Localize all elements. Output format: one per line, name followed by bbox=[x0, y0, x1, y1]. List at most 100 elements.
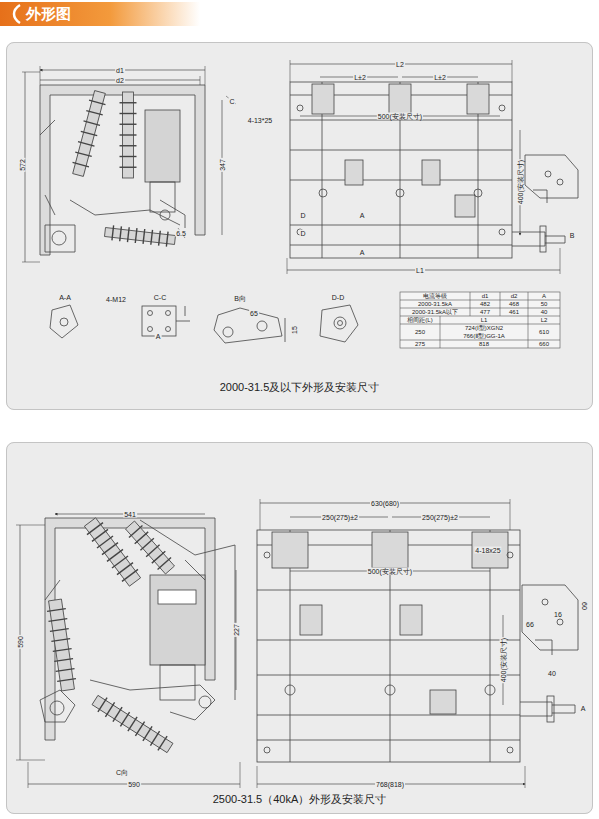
insulator bbox=[120, 156, 137, 157]
insulator bbox=[48, 619, 67, 622]
switch-drawing bbox=[547, 696, 554, 722]
table-cell: L2 bbox=[540, 317, 549, 323]
switch-drawing bbox=[385, 685, 395, 695]
switch-drawing bbox=[345, 160, 363, 185]
insulator bbox=[158, 558, 171, 570]
switch-drawing bbox=[533, 190, 547, 203]
dimension-label: 590 bbox=[17, 635, 24, 649]
switch-drawing bbox=[472, 532, 508, 568]
dimension-label: 347 bbox=[219, 158, 226, 172]
dimension-label: 250(275)±2 bbox=[321, 514, 359, 521]
insulator bbox=[150, 731, 159, 745]
switch-drawing bbox=[525, 155, 578, 198]
insulator bbox=[84, 121, 100, 125]
switch-drawing bbox=[322, 82, 478, 258]
table-cell: 250 bbox=[414, 329, 426, 335]
insulator bbox=[98, 698, 107, 712]
insulator bbox=[158, 736, 167, 750]
switch-drawing bbox=[40, 120, 55, 215]
insulator bbox=[89, 100, 105, 104]
switch-drawing bbox=[400, 292, 560, 348]
insulator bbox=[123, 519, 176, 576]
dimension-label: 16 bbox=[553, 611, 563, 618]
switch-drawing bbox=[148, 311, 153, 316]
table-cell: 2000-31.5kA bbox=[417, 301, 453, 307]
insulator bbox=[129, 525, 142, 537]
dimension-label: 400(安装尺寸) bbox=[500, 637, 507, 683]
switch-drawing bbox=[50, 701, 64, 715]
dimension-label: 4-M12 bbox=[105, 296, 127, 303]
dimension-label: C-C bbox=[153, 294, 167, 301]
insulator bbox=[46, 90, 177, 755]
dimension-label: D-D bbox=[331, 294, 345, 301]
switch-drawing bbox=[223, 327, 233, 337]
switch-drawing bbox=[70, 200, 185, 228]
switch-drawing bbox=[507, 552, 513, 558]
dimension-label: 227 bbox=[233, 623, 240, 637]
dimension-label: A bbox=[155, 333, 162, 340]
dimension-line bbox=[178, 96, 236, 238]
switch-drawing bbox=[257, 321, 267, 331]
switch-drawing bbox=[285, 685, 295, 695]
insulator bbox=[120, 102, 137, 103]
panel-ground bbox=[6, 42, 593, 410]
title-mark bbox=[6, 2, 26, 26]
drawing-panel: 2000-31.5及以下外形及安装尺寸 bbox=[6, 42, 593, 410]
insulator bbox=[104, 228, 175, 245]
insulator bbox=[97, 536, 113, 548]
switch-drawing bbox=[520, 702, 575, 716]
switch-drawing bbox=[400, 605, 422, 635]
insulator bbox=[73, 91, 106, 177]
dimension-label: 4-18x25 bbox=[474, 547, 501, 554]
insulator bbox=[53, 649, 72, 652]
insulator bbox=[49, 599, 75, 691]
switch-drawing bbox=[264, 747, 270, 753]
insulator bbox=[46, 599, 78, 692]
switch-drawing bbox=[214, 308, 282, 343]
switch-drawing bbox=[485, 685, 495, 695]
dimension-label: d1 bbox=[115, 67, 125, 74]
table-cell: 40 bbox=[540, 309, 549, 315]
dimension-label: 541 bbox=[123, 511, 137, 518]
insulator bbox=[112, 556, 128, 568]
insulator bbox=[146, 545, 159, 557]
switch-drawing bbox=[334, 317, 346, 329]
insulator bbox=[86, 111, 102, 115]
dimension-line bbox=[20, 503, 525, 784]
switch-drawing bbox=[142, 306, 176, 336]
insulator bbox=[120, 113, 137, 114]
insulator bbox=[113, 707, 122, 721]
insulator bbox=[126, 521, 175, 574]
switch-drawing bbox=[372, 532, 408, 568]
insulator bbox=[120, 92, 137, 178]
insulator bbox=[81, 131, 97, 135]
insulator bbox=[75, 152, 91, 156]
switch-drawing bbox=[557, 619, 563, 625]
switch-drawing bbox=[535, 640, 552, 655]
switch-drawing bbox=[150, 575, 205, 665]
switch-drawing bbox=[290, 530, 490, 762]
dimension-label: L2 bbox=[395, 61, 405, 68]
switch-drawing bbox=[257, 530, 520, 762]
switch-drawing bbox=[199, 696, 211, 708]
switch-drawing bbox=[319, 189, 327, 197]
insulator bbox=[107, 549, 123, 561]
figure-caption: 2500-31.5（40kA）外形及安装尺寸 bbox=[7, 792, 592, 807]
dimension-label: 66 bbox=[525, 621, 535, 628]
dimension-label: C bbox=[228, 98, 235, 105]
insulator bbox=[57, 679, 76, 682]
insulator bbox=[166, 232, 168, 247]
insulator bbox=[128, 717, 137, 731]
switch-drawing bbox=[264, 552, 270, 558]
table-cell: 766(Ⅱ型)GG-1A bbox=[462, 333, 506, 339]
table-cell: 468 bbox=[508, 301, 520, 307]
insulator bbox=[78, 142, 94, 146]
dimension-label: 572 bbox=[19, 158, 26, 172]
table-cell: 2000-31.5kA以下 bbox=[411, 309, 459, 315]
dimension-label: 768(818) bbox=[375, 781, 405, 788]
switch-drawing bbox=[320, 305, 358, 342]
dimension-label: B向 bbox=[233, 295, 247, 302]
dimension-label: 4-13*25 bbox=[247, 117, 274, 124]
table-cell: 660 bbox=[538, 341, 550, 347]
insulator bbox=[70, 90, 108, 177]
